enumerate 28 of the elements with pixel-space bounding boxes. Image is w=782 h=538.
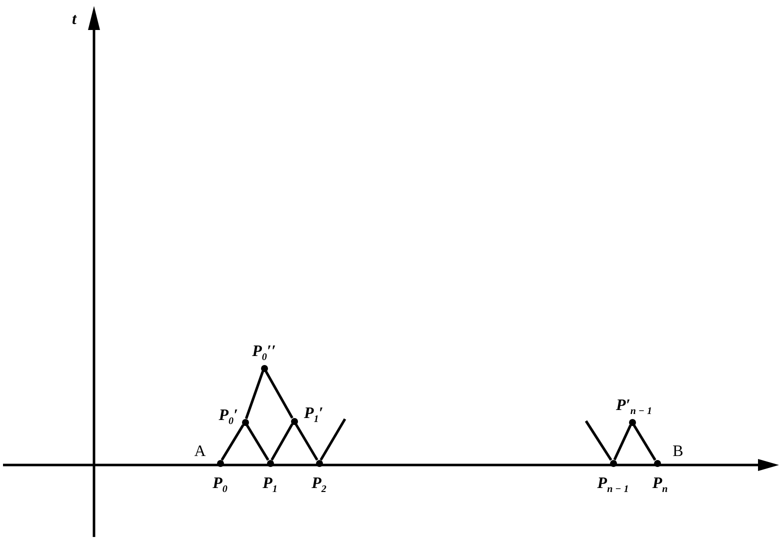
line-segment [264, 370, 294, 419]
line-segment [270, 423, 294, 461]
line-segment [613, 424, 632, 460]
point-dot [654, 460, 660, 466]
line-segment [320, 418, 346, 461]
point-letter: B [672, 444, 684, 460]
point-letter: A [194, 444, 206, 460]
point-label: P$_{1}$ [262, 476, 278, 496]
line-segment [246, 424, 270, 461]
point-dot [260, 364, 268, 372]
point-dot [242, 418, 248, 426]
point-label: P$_{0}$ [212, 476, 228, 496]
line-segment [584, 420, 612, 461]
point-label: P$_{n − 1}$ [597, 476, 629, 496]
line-segment [632, 424, 656, 461]
point-dot [290, 418, 298, 424]
point-label: P$_{n}$ [652, 476, 668, 496]
point-label: P$_{0}$′ [218, 408, 238, 428]
point-label: P′$_{n − 1}$ [616, 398, 652, 418]
line-segment [294, 423, 318, 461]
point-dot [216, 460, 224, 466]
point-label: P$_{1}$′ [304, 406, 324, 426]
point-label: P$_{0}$′′ [252, 344, 276, 364]
axis-label: t [72, 12, 76, 28]
point-dot [628, 418, 636, 426]
line-segment [220, 424, 244, 461]
point-label: P$_{2}$ [312, 476, 326, 496]
line-segment [244, 370, 264, 420]
